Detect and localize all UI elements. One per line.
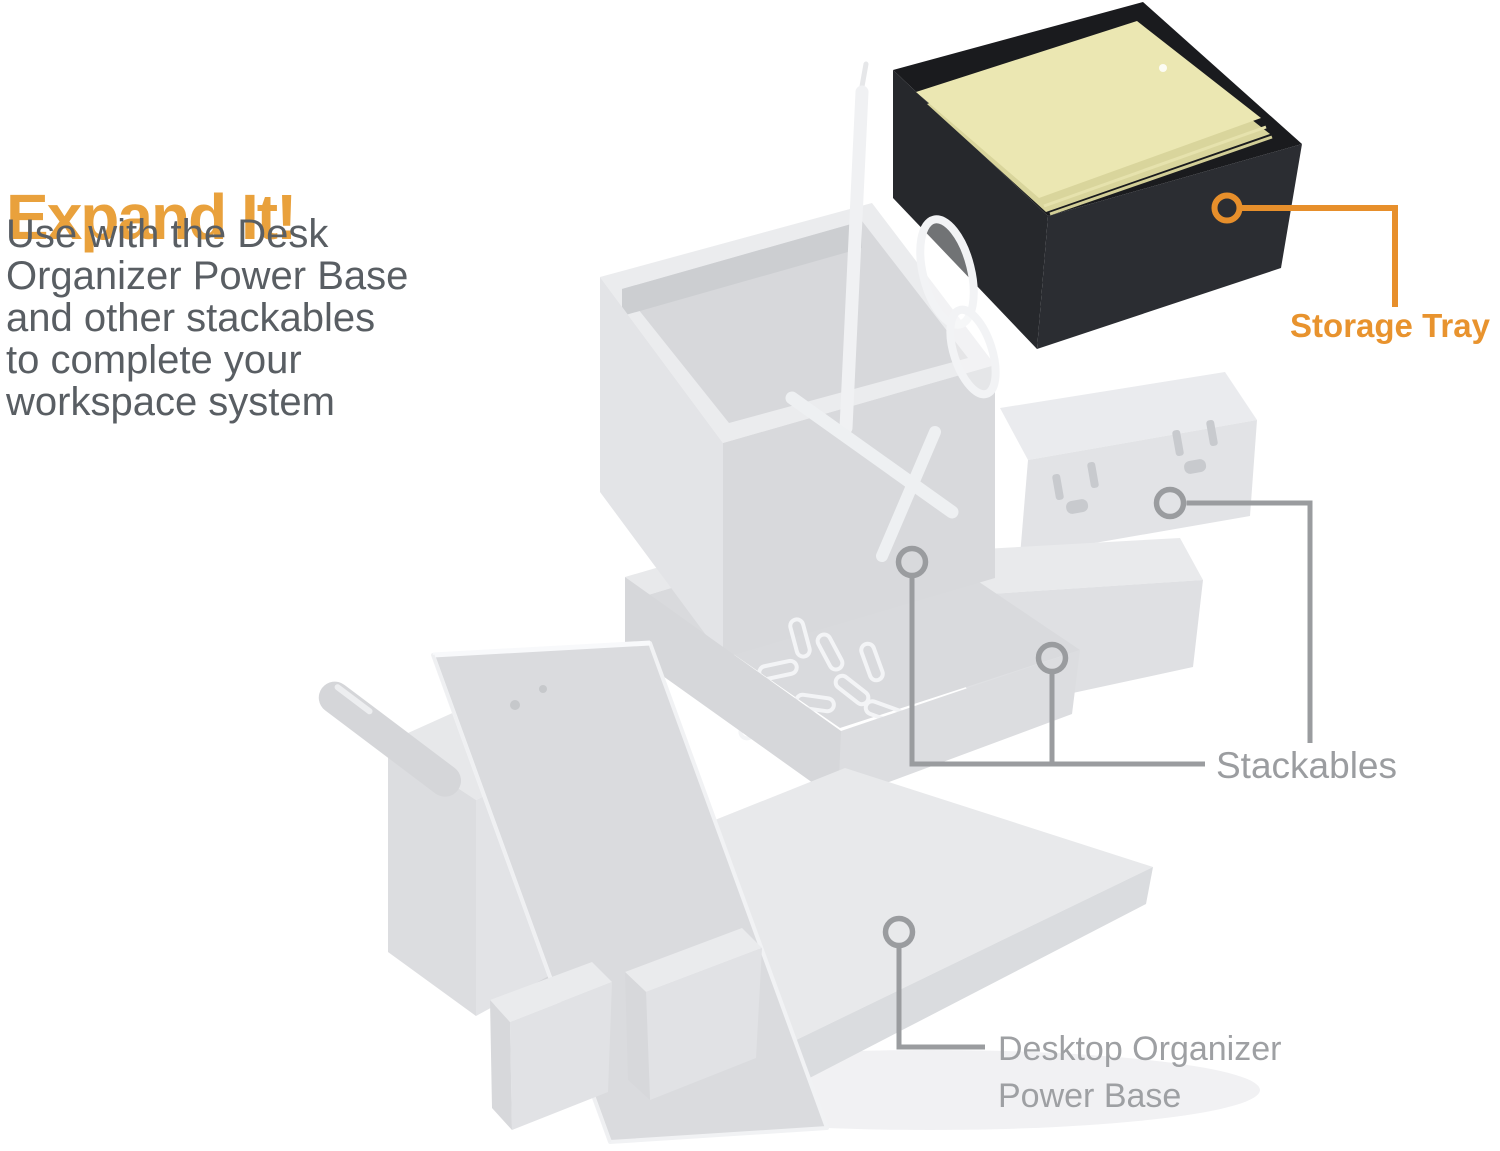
paperclip-tray-front-render xyxy=(625,577,1080,803)
callout-ring-storage-tray xyxy=(1211,192,1243,224)
gray-callouts xyxy=(882,486,1313,1050)
capped-pen-render xyxy=(318,681,461,797)
callout-ring-outlet xyxy=(1153,486,1187,520)
callout-label-power-base-line2: Power Base xyxy=(998,1077,1182,1115)
page-title: Expand It! xyxy=(6,180,297,253)
intro-text: Use with the Desk Organizer Power Base a… xyxy=(6,212,409,424)
outlet-holes xyxy=(1052,419,1218,514)
specular-highlight xyxy=(1159,64,1167,72)
callout-ring-stackable xyxy=(1035,641,1069,675)
callout-label-stackables: Stackables xyxy=(1216,745,1397,786)
callout-ring-power-base xyxy=(882,915,916,949)
callout-ring-tray-wall xyxy=(895,545,929,579)
power-outlet-stackable-render xyxy=(1000,372,1257,556)
callout-label-storage-tray: Storage Tray xyxy=(1290,307,1490,344)
sticky-notes-top-sheet xyxy=(916,21,1261,198)
pens-render xyxy=(785,61,959,519)
callout-label-power-base: Desktop Organizer Power Base xyxy=(998,1026,1418,1120)
phone-camera-dot xyxy=(539,685,547,693)
callout-label-power-base-line1: Desktop Organizer xyxy=(998,1030,1282,1068)
base-slot-posts-render xyxy=(490,928,762,1130)
phone-camera-dot xyxy=(510,700,520,710)
scissors-render xyxy=(876,215,1000,562)
pen-cup-render xyxy=(600,203,995,658)
storage-tray-callout xyxy=(1211,192,1398,307)
